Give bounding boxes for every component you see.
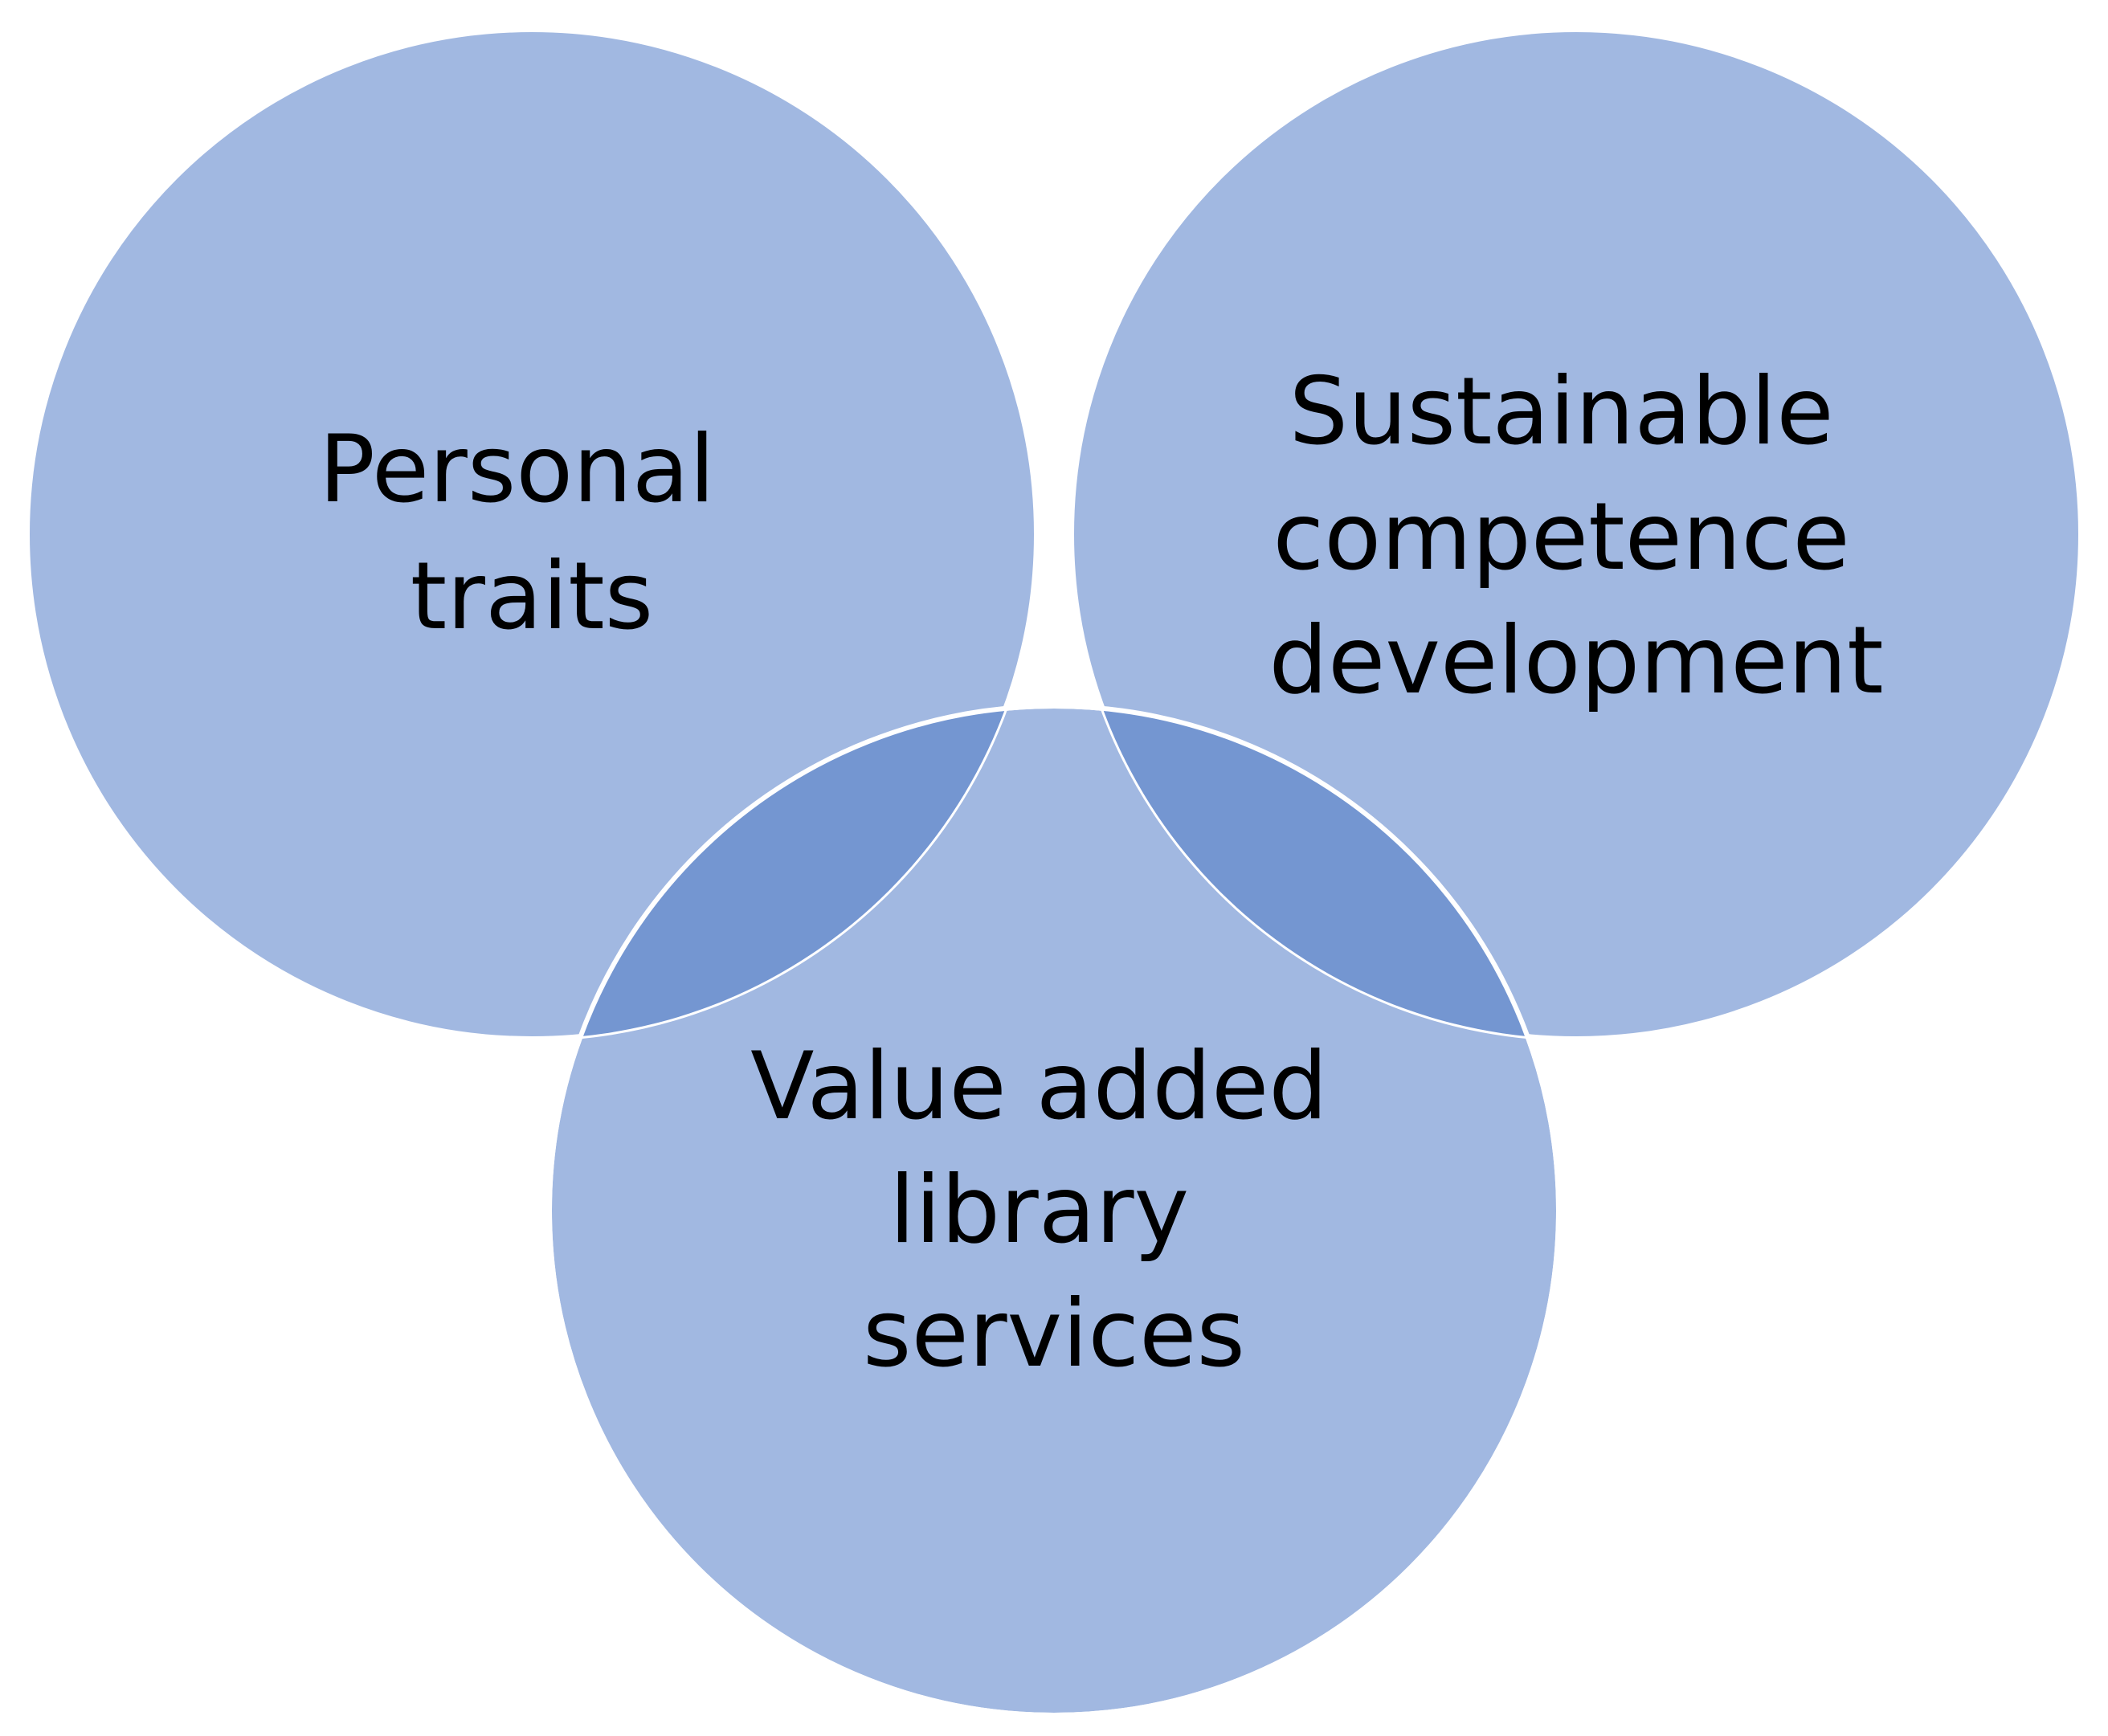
label-line: library <box>889 1156 1189 1264</box>
bottom-circle-outline <box>547 704 1561 1718</box>
label-line: Personal <box>319 415 715 524</box>
label-line: services <box>863 1280 1245 1388</box>
label-personal-traits: Personal traits <box>319 415 745 651</box>
label-line: competence <box>1273 483 1849 591</box>
label-sustainable-competence-development: Sustainable competence development <box>1268 357 1883 715</box>
overlap-right-bottom <box>1072 706 1559 1039</box>
label-line: Value added <box>750 1032 1328 1141</box>
label-value-added-library-services: Value added library services <box>750 1032 1358 1388</box>
label-line: development <box>1268 607 1883 715</box>
label-line: Sustainable <box>1289 357 1833 466</box>
overlap-left-bottom <box>549 706 1036 1039</box>
label-line: traits <box>411 542 653 651</box>
